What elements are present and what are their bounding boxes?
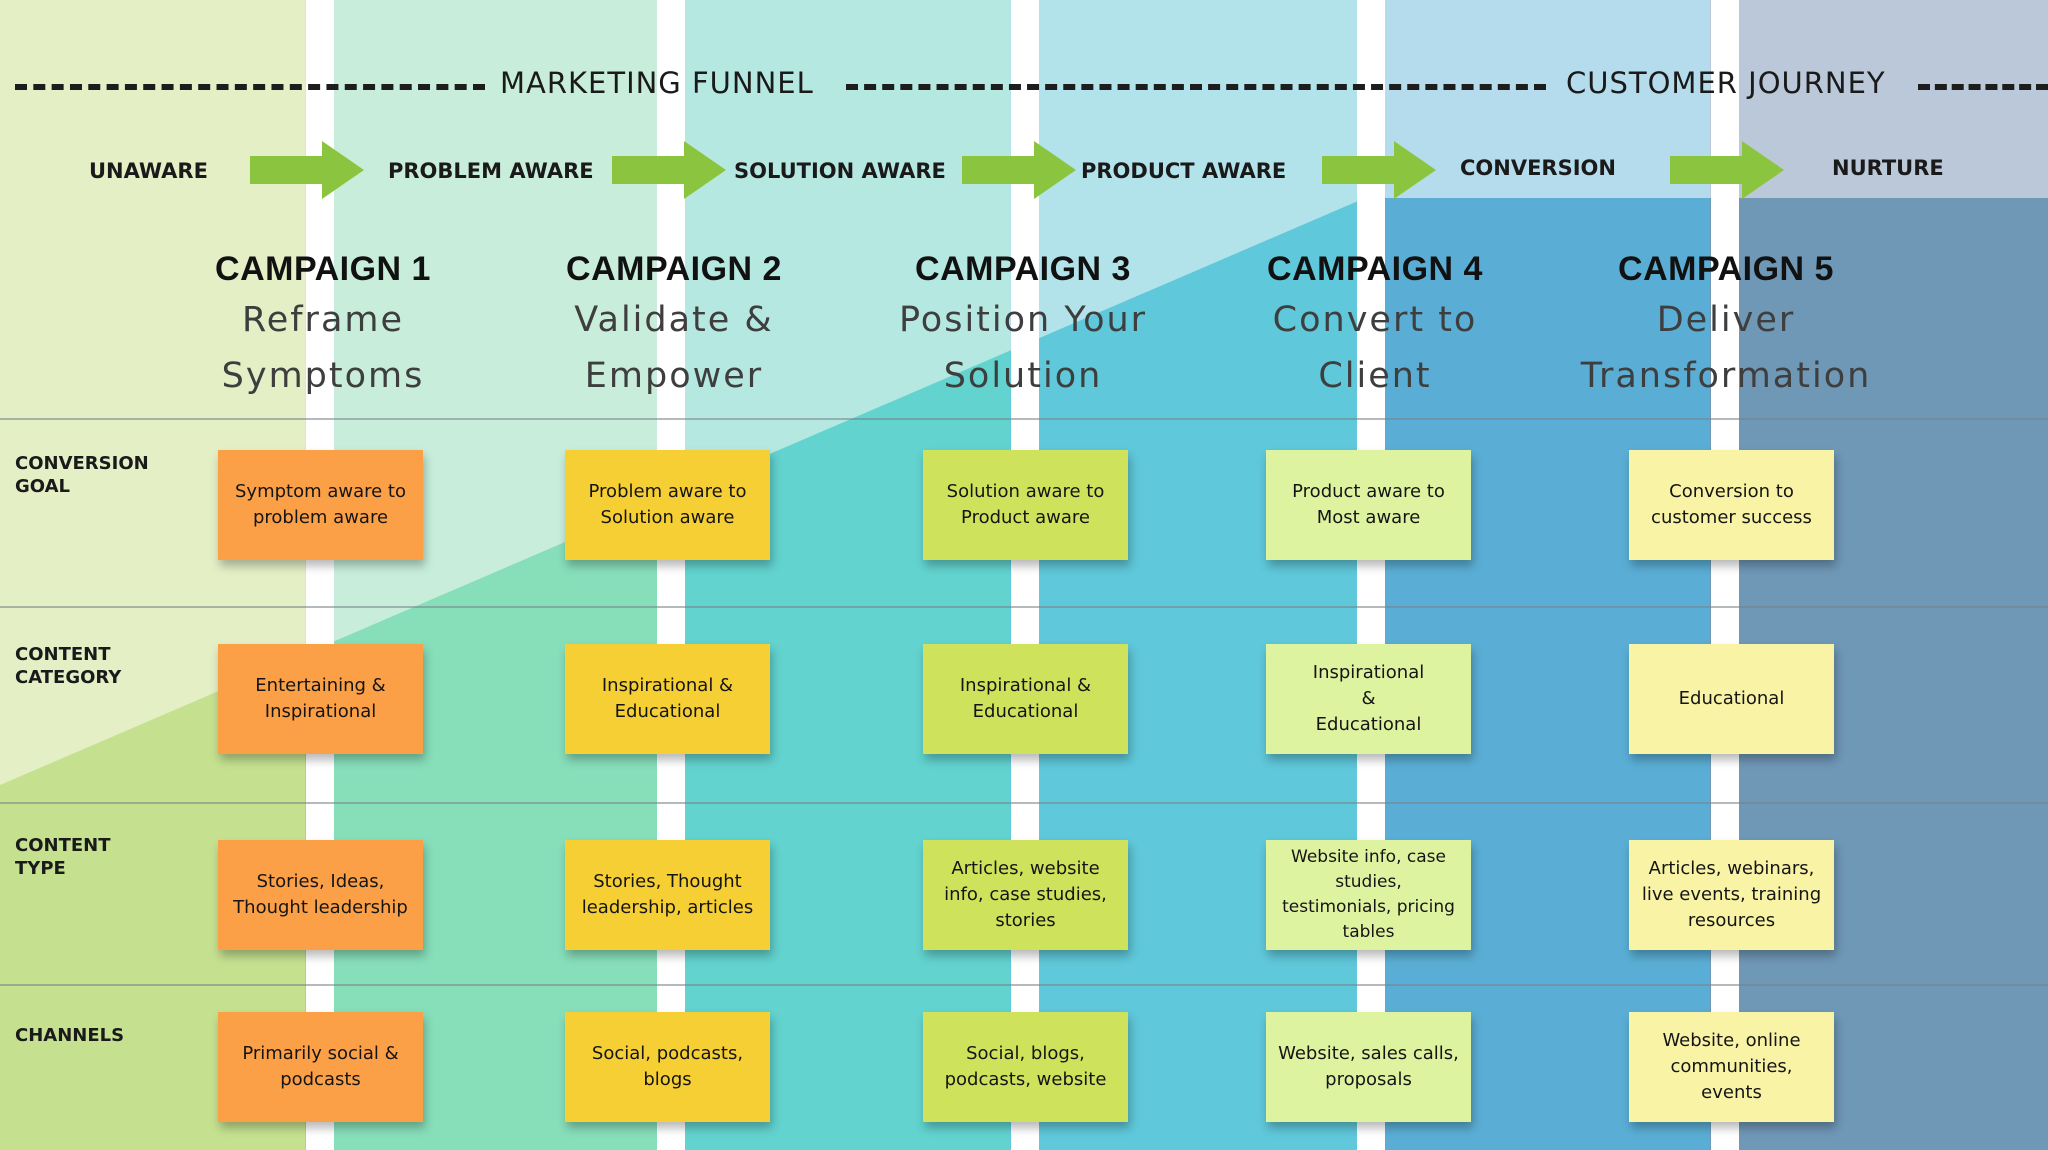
campaign-subtitle-line1: Position Your — [898, 300, 1148, 340]
note-text: Stories, Thought leadership, articles — [581, 871, 754, 918]
stage-arrow-icon — [1670, 141, 1784, 199]
note-text: Articles, website info, case studies, st… — [944, 858, 1107, 931]
sticky-note-content-category: Inspirational & Educational — [1266, 644, 1471, 754]
note-text: Product aware to Most aware — [1292, 481, 1445, 528]
sticky-note-content-type: Articles, webinars, live events, trainin… — [1629, 840, 1834, 950]
sticky-note-conversion-goal: Solution aware to Product aware — [923, 450, 1128, 560]
campaign-subtitle-line1: Reframe — [241, 300, 405, 340]
dashed-line — [1918, 84, 2048, 90]
note-text: Inspirational & Educational — [601, 675, 734, 722]
campaign-title: CAMPAIGN 1 — [215, 250, 431, 288]
sticky-note-channels: Social, blogs, podcasts, website — [923, 1012, 1128, 1122]
sticky-note-conversion-goal: Problem aware to Solution aware — [565, 450, 770, 560]
note-text: Inspirational & Educational — [959, 675, 1092, 722]
note-text: Inspirational & Educational — [1312, 662, 1425, 735]
note-text: Website, sales calls, proposals — [1278, 1043, 1459, 1090]
note-text: Solution aware to Product aware — [946, 481, 1105, 528]
campaign-heading-1: CAMPAIGN 1 Reframe Symptoms — [163, 250, 483, 401]
stage-label-problem-aware: PROBLEM AWARE — [388, 159, 594, 183]
campaign-subtitle-line1: Convert to — [1272, 300, 1478, 340]
stage-label-unaware: UNAWARE — [89, 159, 208, 183]
sticky-note-channels: Website, sales calls, proposals — [1266, 1012, 1471, 1122]
stage-arrow-icon — [1322, 141, 1436, 199]
row-label-line: CHANNELS — [15, 1025, 125, 1046]
column-divider — [1711, 0, 1739, 1150]
sticky-note-content-type: Stories, Thought leadership, articles — [565, 840, 770, 950]
note-text: Primarily social & podcasts — [242, 1043, 399, 1090]
sticky-note-channels: Website, online communities, events — [1629, 1012, 1834, 1122]
campaign-heading-5: CAMPAIGN 5 Deliver Transformation — [1566, 250, 1886, 401]
dashed-line — [15, 84, 485, 90]
sticky-note-channels: Primarily social & podcasts — [218, 1012, 423, 1122]
sticky-note-content-category: Entertaining & Inspirational — [218, 644, 423, 754]
sticky-note-content-type: Articles, website info, case studies, st… — [923, 840, 1128, 950]
row-label-line: CONTENT — [15, 835, 111, 856]
note-text: Website, online communities, events — [1662, 1030, 1801, 1103]
sticky-note-conversion-goal: Product aware to Most aware — [1266, 450, 1471, 560]
campaign-heading-2: CAMPAIGN 2 Validate & Empower — [514, 250, 834, 401]
campaign-subtitle-line2: Empower — [584, 356, 764, 396]
sticky-note-conversion-goal: Conversion to customer success — [1629, 450, 1834, 560]
campaign-title: CAMPAIGN 5 — [1618, 250, 1834, 288]
marketing-funnel-title: MARKETING FUNNEL — [500, 66, 814, 100]
note-text: Articles, webinars, live events, trainin… — [1641, 858, 1822, 931]
sticky-note-channels: Social, podcasts, blogs — [565, 1012, 770, 1122]
campaign-heading-3: CAMPAIGN 3 Position Your Solution — [863, 250, 1183, 401]
row-divider — [0, 984, 2048, 986]
stage-arrow-icon — [250, 141, 364, 199]
stage-arrow-icon — [612, 141, 726, 199]
campaign-title: CAMPAIGN 2 — [566, 250, 782, 288]
campaign-subtitle-line2: Solution — [943, 356, 1103, 396]
row-label-content-type: CONTENT TYPE — [15, 834, 195, 880]
note-text: Stories, Ideas, Thought leadership — [233, 871, 408, 918]
row-label-conversion-goal: CONVERSION GOAL — [15, 452, 195, 498]
note-text: Social, blogs, podcasts, website — [944, 1043, 1107, 1090]
row-label-content-category: CONTENT CATEGORY — [15, 643, 195, 689]
campaign-subtitle-line2: Symptoms — [221, 356, 425, 396]
row-label-line: CATEGORY — [15, 667, 122, 688]
row-label-line: CONTENT — [15, 644, 111, 665]
note-text: Conversion to customer success — [1651, 481, 1812, 528]
stage-arrow-icon — [962, 141, 1076, 199]
campaign-subtitle-line2: Client — [1318, 356, 1432, 396]
row-divider — [0, 418, 2048, 420]
sticky-note-content-type: Website info, case studies, testimonials… — [1266, 840, 1471, 950]
sticky-note-content-category: Inspirational & Educational — [923, 644, 1128, 754]
campaign-heading-4: CAMPAIGN 4 Convert to Client — [1215, 250, 1535, 401]
campaign-subtitle-line1: Validate & — [574, 300, 774, 340]
stage-label-conversion: CONVERSION — [1460, 156, 1616, 180]
row-label-line: GOAL — [15, 476, 70, 497]
stage-label-product-aware: PRODUCT AWARE — [1081, 159, 1287, 183]
stage-label-solution-aware: SOLUTION AWARE — [734, 159, 946, 183]
note-text: Problem aware to Solution aware — [588, 481, 747, 528]
column-divider — [657, 0, 685, 1150]
column-divider — [1357, 0, 1385, 1150]
sticky-note-conversion-goal: Symptom aware to problem aware — [218, 450, 423, 560]
row-divider — [0, 802, 2048, 804]
customer-journey-title: CUSTOMER JOURNEY — [1566, 66, 1886, 100]
row-label-channels: CHANNELS — [15, 1024, 195, 1047]
stage-label-nurture: NURTURE — [1832, 156, 1944, 180]
sticky-note-content-type: Stories, Ideas, Thought leadership — [218, 840, 423, 950]
note-text: Website info, case studies, testimonials… — [1282, 847, 1455, 942]
campaign-subtitle-line1: Deliver — [1656, 300, 1796, 340]
note-text: Entertaining & Inspirational — [255, 675, 386, 722]
note-text: Educational — [1678, 688, 1785, 709]
note-text: Social, podcasts, blogs — [591, 1043, 744, 1090]
sticky-note-content-category: Inspirational & Educational — [565, 644, 770, 754]
campaign-title: CAMPAIGN 4 — [1267, 250, 1483, 288]
row-divider — [0, 606, 2048, 608]
campaign-subtitle-line2: Transformation — [1580, 356, 1872, 396]
row-label-line: CONVERSION — [15, 453, 149, 474]
row-label-line: TYPE — [15, 858, 66, 879]
campaign-title: CAMPAIGN 3 — [915, 250, 1131, 288]
note-text: Symptom aware to problem aware — [234, 481, 407, 528]
dashed-line — [846, 84, 1546, 90]
sticky-note-content-category: Educational — [1629, 644, 1834, 754]
